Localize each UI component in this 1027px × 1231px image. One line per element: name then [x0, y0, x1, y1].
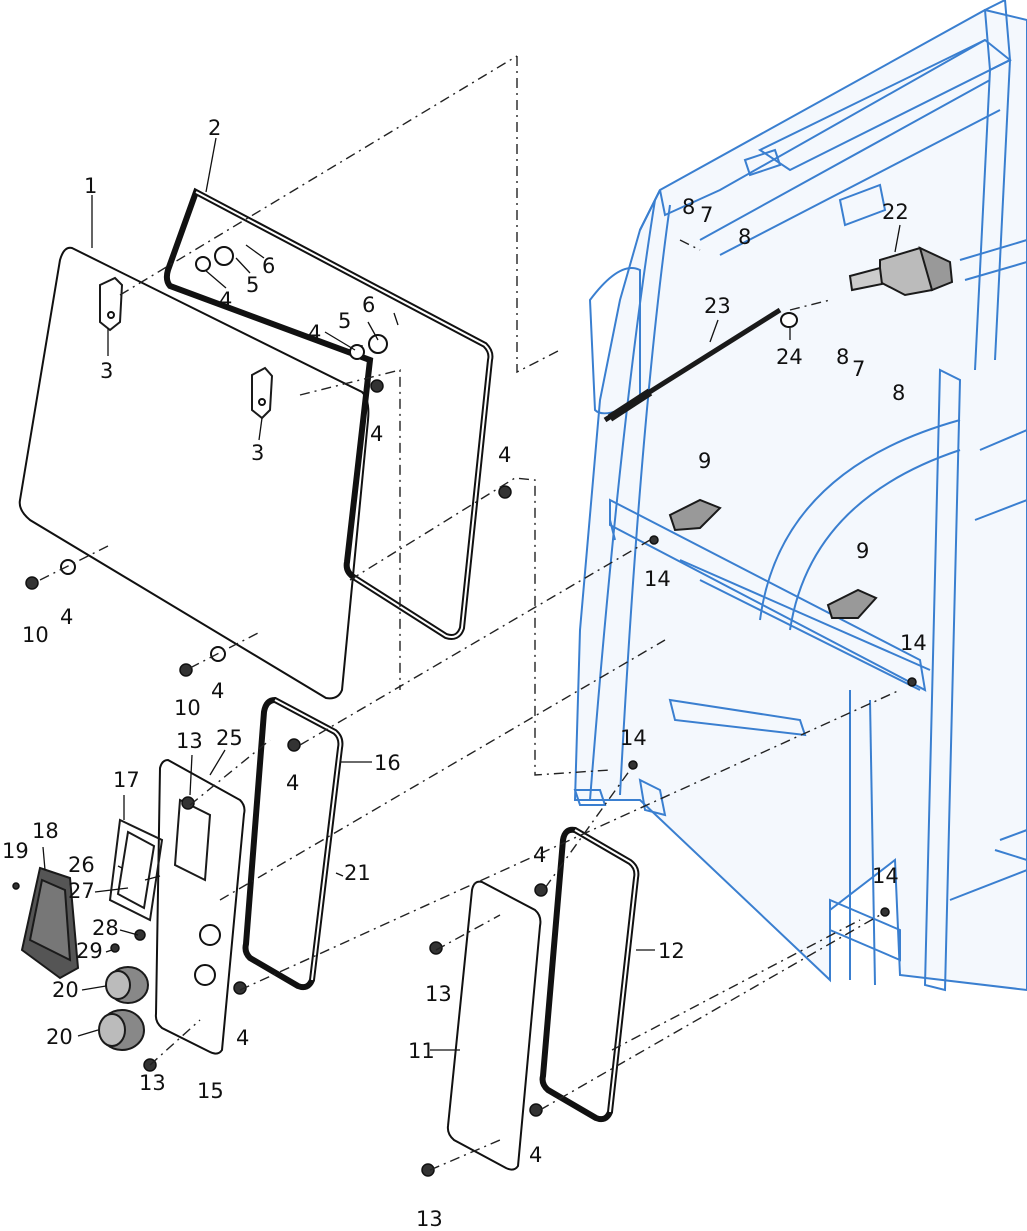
callout-4d: 4 — [498, 443, 511, 467]
callout-12: 12 — [658, 939, 685, 963]
callout-20a: 20 — [52, 978, 79, 1002]
callout-16: 16 — [374, 751, 401, 775]
callout-23: 23 — [704, 294, 731, 318]
callout-27: 27 — [68, 879, 95, 903]
gasket-17-inner — [116, 830, 156, 910]
grommet-20b — [98, 1009, 145, 1051]
callout-19: 19 — [2, 839, 29, 863]
callout-6a: 6 — [262, 254, 275, 278]
callout-14c: 14 — [620, 726, 647, 750]
callout-13c: 13 — [425, 982, 452, 1006]
callout-2: 2 — [208, 116, 221, 140]
callout-29: 29 — [76, 939, 103, 963]
callout-13a: 13 — [176, 729, 203, 753]
callout-22: 22 — [882, 200, 909, 224]
callout-3b: 3 — [251, 441, 264, 465]
motor-22 — [848, 246, 954, 297]
callout-8b: 8 — [738, 225, 751, 249]
callout-7a: 7 — [700, 203, 713, 227]
grommet-20a — [105, 966, 149, 1004]
gasket-17 — [108, 818, 164, 922]
bracket-25 — [173, 798, 212, 882]
callout-4e: 4 — [60, 605, 73, 629]
callout-4b: 4 — [308, 321, 321, 345]
door-glass-1 — [18, 246, 370, 700]
plate-hole-a — [199, 924, 221, 946]
callout-15: 15 — [197, 1079, 224, 1103]
callout-14b: 14 — [900, 631, 927, 655]
callout-25: 25 — [216, 726, 243, 750]
callout-18: 18 — [32, 819, 59, 843]
callout-4i: 4 — [533, 843, 546, 867]
handle-9b — [826, 588, 878, 619]
callout-14a: 14 — [644, 567, 671, 591]
callout-14d: 14 — [872, 864, 899, 888]
callout-5a: 5 — [246, 273, 259, 297]
callout-4g: 4 — [286, 771, 299, 795]
cover-18-face — [28, 878, 72, 962]
callout-20b: 20 — [46, 1025, 73, 1049]
callout-10a: 10 — [22, 623, 49, 647]
seal-12 — [539, 826, 640, 1123]
callout-7b: 7 — [852, 357, 865, 381]
wiper-23-arm — [607, 388, 653, 422]
seal-24 — [780, 312, 798, 328]
callout-9a: 9 — [698, 449, 711, 473]
hinge-3a — [99, 276, 124, 332]
callout-24: 24 — [776, 345, 803, 369]
callout-11: 11 — [408, 1039, 435, 1063]
callout-5b: 5 — [338, 309, 351, 333]
plate-hole-b — [194, 964, 216, 986]
callout-8c: 8 — [836, 345, 849, 369]
callout-13b: 13 — [139, 1071, 166, 1095]
callout-labels: 1 2 3 3 4 4 4 4 4 4 4 4 4 4 4 5 5 6 6 7 … — [2, 116, 927, 1231]
callout-17: 17 — [113, 768, 140, 792]
glass-11 — [446, 880, 542, 1171]
callout-6b: 6 — [362, 293, 375, 317]
assembly-lines — [39, 55, 901, 1171]
cab-frame — [573, 0, 1027, 992]
seal-2 — [163, 187, 494, 640]
callout-10b: 10 — [174, 696, 201, 720]
callout-4f: 4 — [211, 679, 224, 703]
callout-4h: 4 — [236, 1026, 249, 1050]
callout-9b: 9 — [856, 539, 869, 563]
hinge-3b — [251, 366, 274, 420]
callout-4a: 4 — [219, 288, 232, 312]
callout-4j: 4 — [529, 1143, 542, 1167]
callout-13d: 13 — [416, 1207, 443, 1231]
callout-1: 1 — [84, 174, 97, 198]
callout-8a: 8 — [682, 195, 695, 219]
callout-21: 21 — [344, 861, 371, 885]
callout-3a: 3 — [100, 359, 113, 383]
fasteners — [12, 246, 917, 1177]
callout-26: 26 — [68, 853, 95, 877]
plate-15 — [154, 758, 246, 1055]
leader-lines — [42, 137, 901, 1051]
callout-28: 28 — [92, 916, 119, 940]
handle-9a — [668, 498, 722, 532]
callout-4c: 4 — [370, 422, 383, 446]
callout-8d: 8 — [892, 381, 905, 405]
seal-16 — [242, 696, 344, 991]
